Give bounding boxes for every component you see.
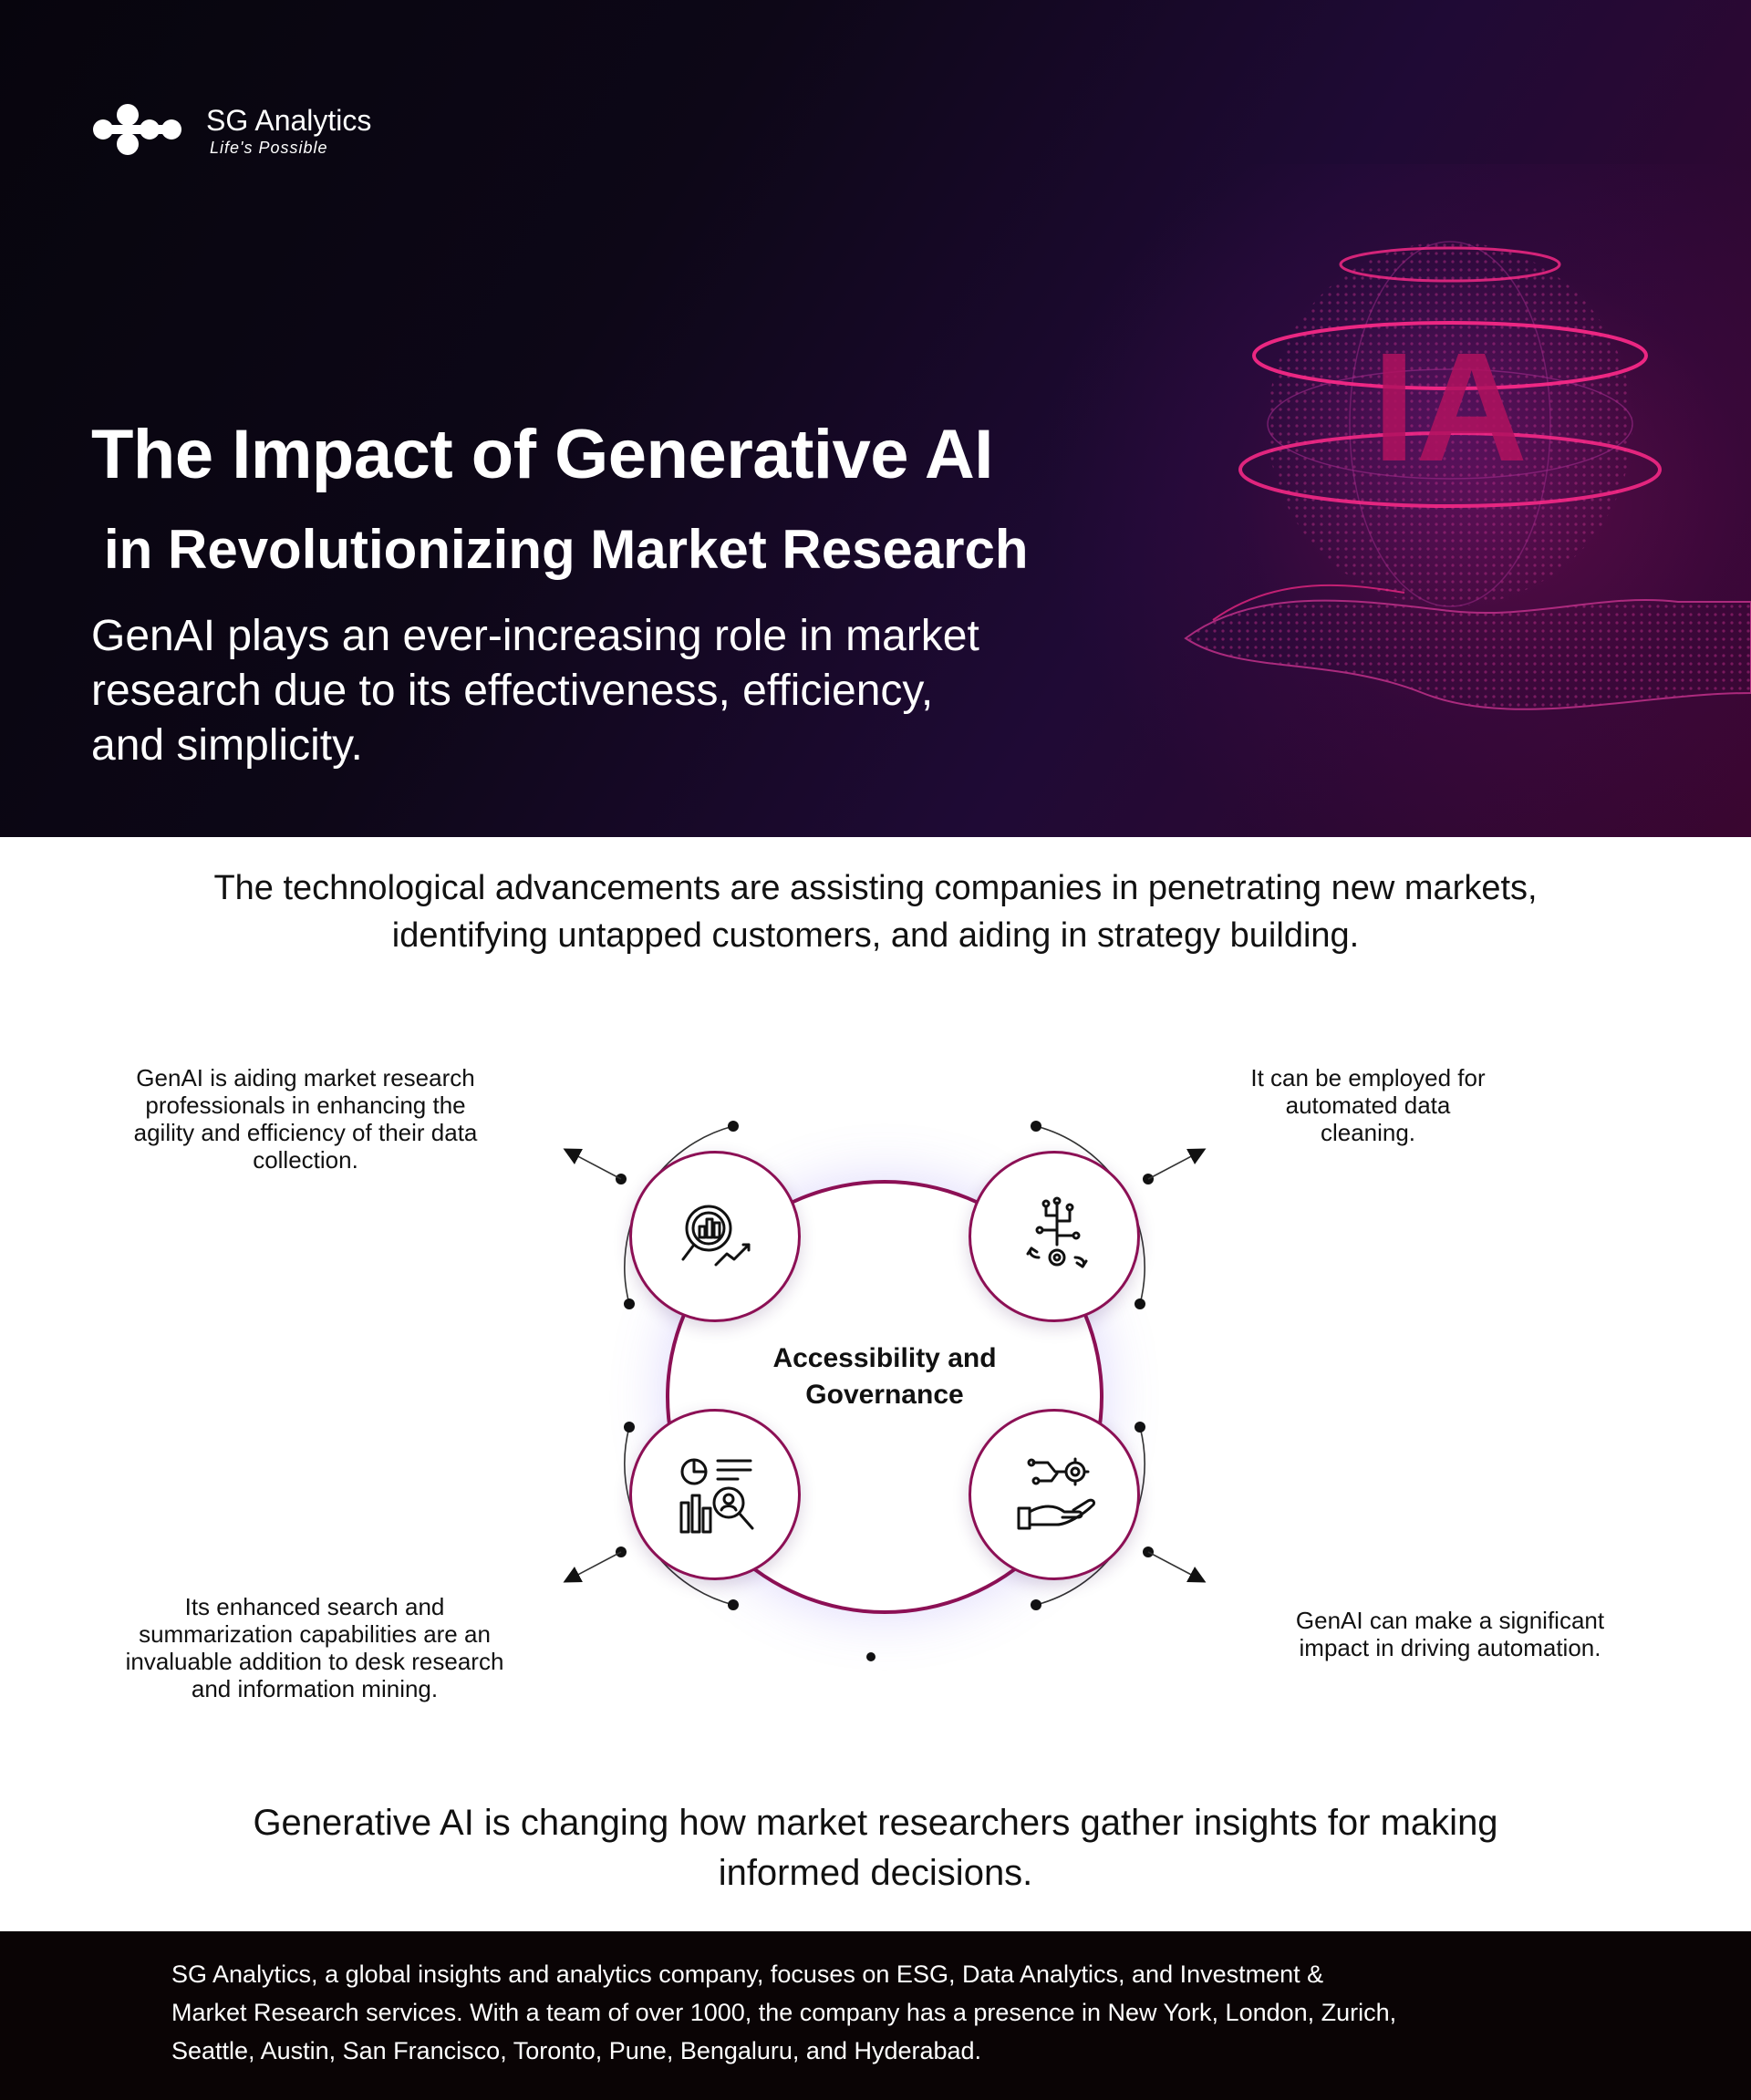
hero-subtitle-line: and simplicity. bbox=[91, 721, 363, 770]
callout-line: impact in driving automation. bbox=[1299, 1634, 1601, 1661]
callout-line: and information mining. bbox=[191, 1675, 439, 1702]
conclusion-line: informed decisions. bbox=[718, 1853, 1033, 1893]
callout-line: invaluable addition to desk research bbox=[125, 1648, 504, 1675]
callout-line: cleaning. bbox=[1320, 1119, 1416, 1146]
conclusion-line: Generative AI is changing how market res… bbox=[253, 1803, 1498, 1843]
magnifier-chart-icon bbox=[681, 1205, 751, 1267]
node-desk-research bbox=[629, 1409, 801, 1580]
intro-line: identifying untapped customers, and aidi… bbox=[391, 916, 1360, 955]
callout-desk-research: Its enhanced search and summarization ca… bbox=[82, 1593, 547, 1702]
intro-line: The technological advancements are assis… bbox=[213, 869, 1538, 907]
conclusion-text: Generative AI is changing how market res… bbox=[55, 1798, 1696, 1898]
hero-banner: SG Analytics Life's Possible IA The Impa… bbox=[0, 0, 1751, 837]
footer-line: Market Research services. With a team of… bbox=[171, 1999, 1397, 2026]
ai-globe-hand-illustration: IA bbox=[1184, 237, 1751, 710]
callout-data-cleaning: It can be employed for automated data cl… bbox=[1167, 1064, 1569, 1146]
sg-analytics-logo-icon bbox=[93, 104, 181, 155]
brand-tagline: Life's Possible bbox=[210, 139, 328, 157]
node-data-cleaning bbox=[969, 1151, 1140, 1322]
callout-line: professionals in enhancing the bbox=[145, 1091, 466, 1119]
footer: SG Analytics, a global insights and anal… bbox=[0, 1931, 1751, 2100]
node-automation bbox=[969, 1409, 1140, 1580]
hero-subtitle-line: GenAI plays an ever-increasing role in m… bbox=[91, 612, 979, 660]
hero-title: The Impact of Generative AI bbox=[91, 416, 993, 493]
callout-line: GenAI is aiding market research bbox=[136, 1064, 475, 1091]
brand-logo[interactable]: SG Analytics Life's Possible bbox=[91, 98, 420, 162]
callout-line: agility and efficiency of their data bbox=[133, 1119, 478, 1146]
node-data-collection bbox=[629, 1151, 801, 1322]
callout-automation: GenAI can make a significant impact in d… bbox=[1240, 1607, 1660, 1661]
brand-name: SG Analytics bbox=[206, 104, 372, 137]
hand-gears-icon bbox=[1017, 1457, 1095, 1530]
callout-line: GenAI can make a significant bbox=[1295, 1607, 1605, 1634]
hero-title-secondary: in Revolutionizing Market Research bbox=[104, 519, 1029, 580]
hero-subtitle: GenAI plays an ever-increasing role in m… bbox=[91, 609, 1186, 773]
center-label-line: Governance bbox=[805, 1380, 964, 1410]
footer-line: Seattle, Austin, San Francisco, Toronto,… bbox=[171, 2037, 982, 2064]
footer-line: SG Analytics, a global insights and anal… bbox=[171, 1960, 1324, 1988]
hero-subtitle-line: research due to its effectiveness, effic… bbox=[91, 667, 934, 715]
callout-data-collection: GenAI is aiding market research professi… bbox=[91, 1064, 520, 1174]
hero-visual-text: IA bbox=[1373, 321, 1528, 494]
footer-company-description: SG Analytics, a global insights and anal… bbox=[171, 1955, 1722, 2070]
callout-line: Its enhanced search and bbox=[184, 1593, 445, 1620]
center-label: Accessibility and Governance bbox=[711, 1340, 1058, 1413]
callout-line: automated data bbox=[1285, 1091, 1451, 1119]
callout-line: collection. bbox=[253, 1146, 358, 1174]
callout-line: summarization capabilities are an bbox=[139, 1620, 491, 1648]
intro-text: The technological advancements are assis… bbox=[55, 864, 1696, 959]
center-label-line: Accessibility and bbox=[772, 1343, 997, 1373]
circuit-gear-icon bbox=[1026, 1196, 1088, 1268]
callout-line: It can be employed for bbox=[1250, 1064, 1486, 1091]
report-search-icon bbox=[679, 1458, 754, 1534]
